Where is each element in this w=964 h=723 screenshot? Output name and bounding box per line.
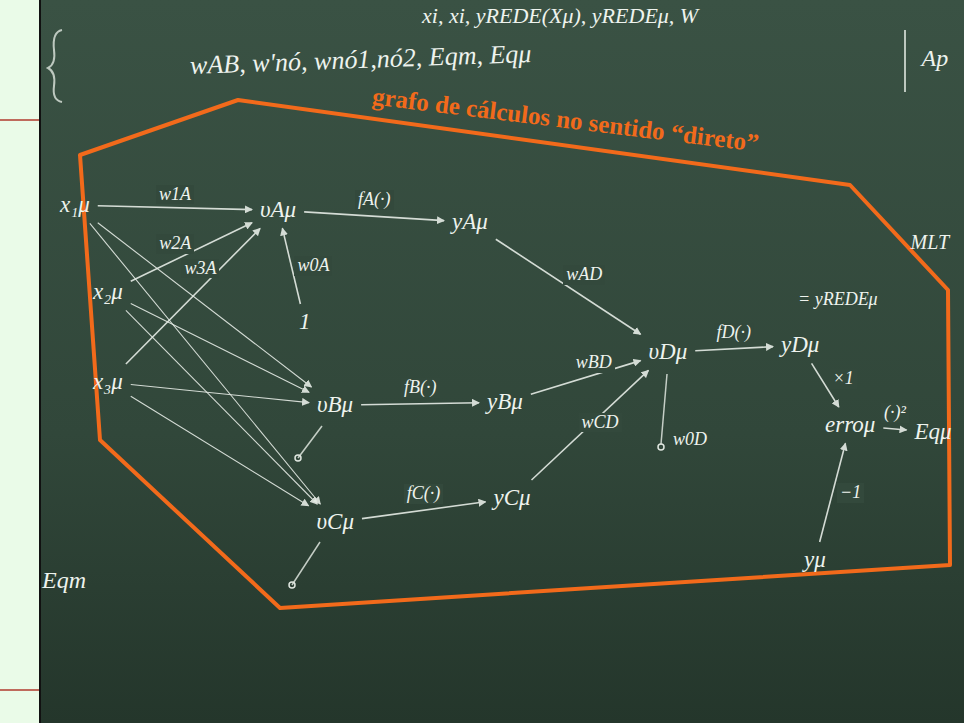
graph-node: 1 — [294, 307, 316, 337]
node-label: 1 — [299, 309, 311, 335]
node-label: x₂μ — [93, 279, 123, 305]
edge-weight-label: ×1 — [830, 369, 857, 389]
edge-weight-label: fB(·) — [401, 378, 439, 398]
chalk-connector — [304, 212, 444, 221]
graph-node: Eqμ — [910, 417, 957, 447]
node-label: yμ — [804, 547, 826, 573]
chalk-connector — [131, 223, 252, 281]
graph-node: x₃μ — [88, 367, 128, 397]
chalk-connector — [131, 396, 309, 505]
chalk-connector — [90, 223, 320, 504]
board-surface — [40, 0, 964, 723]
chalk-connector — [883, 428, 906, 430]
rule-line — [0, 689, 40, 691]
highlight-outline — [80, 100, 950, 608]
node-label: υCμ — [317, 509, 354, 535]
node-label: υBμ — [317, 392, 353, 418]
chalk-connector — [695, 347, 773, 351]
edge-weight-label: w3A — [181, 259, 219, 279]
graph-node: yDμ — [776, 330, 824, 360]
graph-node: yμ — [799, 545, 831, 575]
bias-dot — [295, 455, 301, 461]
graph-node: erroμ — [820, 410, 880, 440]
node-label: υDμ — [649, 339, 688, 365]
graph-node: x₁μ — [55, 190, 95, 220]
node-label: x₃μ — [93, 369, 123, 395]
chalk-brace — [48, 30, 62, 102]
chalk-connector — [362, 502, 486, 519]
chalk-connector — [531, 370, 648, 480]
edge-weight-label: −1 — [837, 483, 864, 503]
graph-node: yBμ — [482, 387, 528, 417]
edge-weight-label: wBD — [573, 353, 615, 373]
edge-weight-label: wAD — [563, 265, 605, 285]
node-label: yDμ — [781, 332, 819, 358]
bias-wire — [661, 374, 667, 444]
chalk-note: Eqm — [42, 567, 86, 593]
graph-node: yAμ — [447, 207, 493, 237]
edge-weight-label: w1A — [156, 185, 194, 205]
chalk-connector — [131, 304, 309, 393]
board-frame — [39, 0, 41, 723]
bias-dot — [289, 582, 295, 588]
edge-weight-label: wCD — [579, 413, 622, 433]
edge-weight-label: (·)² — [881, 403, 909, 423]
graph-node: υAμ — [255, 195, 301, 225]
bias-wire — [298, 426, 322, 458]
chalk-connector — [361, 403, 479, 405]
edge-weight-label: fD(·) — [714, 323, 755, 343]
node-label: erroμ — [825, 412, 875, 438]
chalk-connector — [496, 239, 641, 334]
chalk-connector — [131, 385, 309, 403]
edge-weight-label: w2A — [156, 234, 194, 254]
node-label: Eqμ — [915, 419, 952, 445]
node-label: yCμ — [494, 485, 531, 511]
chalk-connector — [98, 206, 252, 210]
chalk-note: = yREDEμ — [798, 290, 878, 310]
edge-weight-label: w0A — [294, 256, 332, 276]
graph-node: υBμ — [312, 390, 358, 420]
node-label: yAμ — [452, 209, 488, 235]
edge-weight-label: fC(·) — [404, 484, 444, 504]
chalk-note: MLT — [911, 231, 950, 253]
graph-node: x₂μ — [88, 277, 128, 307]
edge-weight-label: fA(·) — [355, 190, 393, 210]
chalk-connector — [126, 310, 317, 504]
rule-line — [0, 119, 40, 121]
chalk-note: w0D — [673, 430, 707, 450]
chalk-note: Ap — [922, 45, 949, 71]
graph-node: yCμ — [489, 483, 536, 513]
node-label: yBμ — [487, 389, 523, 415]
graph-node: υDμ — [644, 337, 693, 367]
bias-dot — [658, 444, 664, 450]
slide-margin — [0, 0, 40, 723]
node-label: x₁μ — [60, 192, 90, 218]
node-label: υAμ — [260, 197, 296, 223]
bias-wire — [292, 542, 320, 585]
chalk-note: xi, xi, yREDE(Xμ), yREDEμ, W — [422, 4, 698, 28]
graph-node: υCμ — [312, 507, 359, 537]
chalk-bracket — [904, 30, 906, 92]
